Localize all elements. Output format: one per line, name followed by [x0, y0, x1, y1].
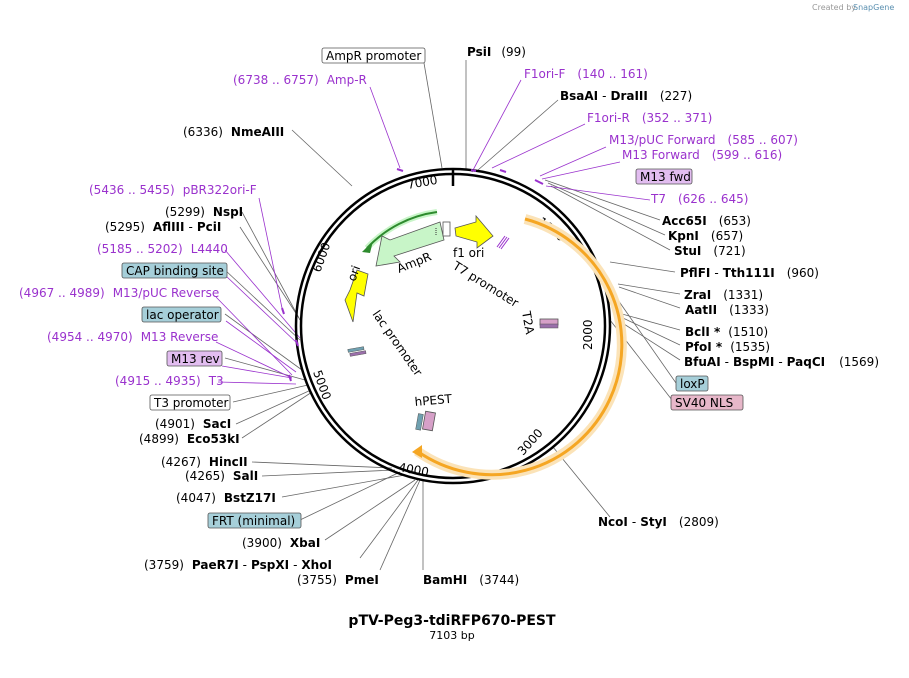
- label-lac-promoter: lac promoter: [370, 308, 426, 379]
- site-pme: (3755)PmeI: [297, 573, 379, 587]
- small-white-feature: [442, 221, 451, 237]
- box-loxp: [675, 375, 709, 392]
- primer-amp-r: (6738 .. 6757)Amp-R: [233, 73, 367, 87]
- site-bfua: BfuAI-BspMI-PaqCI(1569): [684, 355, 879, 369]
- label-box-m13-rev: M13 rev: [171, 352, 220, 366]
- t7-promoter-marks: [496, 235, 510, 250]
- site-afl: (5295)AflIII-PciI: [105, 220, 221, 234]
- primer-pbr322: (5436 .. 5455)pBR322ori-F: [89, 183, 257, 197]
- backbone-outer: [294, 167, 612, 485]
- primer-t7: T7(626 .. 645): [650, 192, 748, 206]
- tdirfp-arc: [416, 217, 624, 477]
- primer-m13-rev: (4954 .. 4970)M13 Reverse: [47, 330, 218, 344]
- primer-m13puc-fwd: M13/pUC Forward(585 .. 607): [609, 133, 798, 147]
- label-hpest: hPEST: [414, 392, 453, 409]
- primer-f1ori-f: F1ori-F(140 .. 161): [524, 67, 648, 81]
- ampr-outer-arrowhead: [362, 241, 373, 253]
- backbone-inner: [299, 172, 607, 480]
- label-ori: ori: [345, 264, 363, 283]
- site-kpn: KpnI(657): [668, 229, 743, 243]
- site-bsaa: BsaAI-DraIII(227): [560, 89, 692, 103]
- tick-label-2000: 2000: [581, 319, 595, 350]
- label-box-m13-fwd: M13 fwd: [640, 170, 691, 184]
- box-t3-promoter: [149, 394, 231, 411]
- site-bam: BamHI(3744): [423, 573, 519, 587]
- t2a-feature-2: [539, 323, 559, 329]
- label-box-cap-site: CAP binding site: [126, 264, 224, 278]
- primer-m13puc-rev: (4967 .. 4989)M13/pUC Reverse: [19, 286, 219, 300]
- site-eco53: (4899)Eco53kI: [139, 432, 240, 446]
- site-acc65: Acc65I(653): [662, 214, 751, 228]
- primer-leader-lines: [215, 79, 651, 385]
- tick-label-3000: 3000: [515, 426, 546, 458]
- site-pflfi: PflFI-Tth111I(960): [680, 266, 819, 280]
- watermark-created-by: Created by: [812, 3, 856, 12]
- box-m13-fwd: [635, 168, 693, 185]
- label-box-frt: FRT (minimal): [212, 514, 295, 528]
- ampr-feature: [375, 221, 445, 267]
- site-sal: (4265)SalI: [185, 469, 258, 483]
- site-nsp: (5299)NspI: [165, 205, 243, 219]
- label-t7-promoter: T7 promoter: [450, 258, 521, 310]
- box-m13-rev: [166, 350, 223, 367]
- site-nco: NcoI-StyI(2809): [598, 515, 719, 529]
- tick-label-7000: 7000: [406, 173, 439, 192]
- primer-m13-fwd: M13 Forward(599 .. 616): [622, 148, 782, 162]
- box-ampr-promoter: [321, 47, 426, 64]
- box-cap-site: [121, 262, 228, 279]
- box-frt: [207, 512, 302, 529]
- site-sac: (4901)SacI: [155, 417, 231, 431]
- label-t2a: T2A: [519, 309, 537, 336]
- primer-marks: [281, 168, 544, 382]
- hpest-feature: [422, 410, 436, 432]
- tdirfp-arrowhead: [412, 445, 422, 458]
- site-zra: ZraI(1331): [684, 288, 763, 302]
- label-box-lac-operator: lac operator: [146, 308, 219, 322]
- hpest-feature-2: [415, 413, 424, 431]
- box-sv40-nls: [670, 394, 744, 411]
- site-paer: (3759)PaeR7I-PspXI-XhoI: [144, 558, 332, 572]
- plasmid-name: pTV-Peg3-tdiRFP670-PEST: [348, 613, 556, 629]
- site-hinc: (4267)HincII: [161, 455, 248, 469]
- tick-label-4000: 4000: [397, 460, 430, 479]
- lac-operator-mark: [347, 346, 365, 353]
- plasmid-length: 7103 bp: [429, 629, 474, 642]
- site-bcl: BclI *(1510): [685, 325, 768, 339]
- site-bstz: (4047)BstZ17I: [176, 491, 276, 505]
- primer-t3: (4915 .. 4935)T3: [115, 374, 224, 388]
- label-box-ampr-promoter: AmpR promoter: [326, 49, 421, 63]
- site-aat: AatII(1333): [685, 303, 769, 317]
- label-box-t3-promoter: T3 promoter: [153, 396, 229, 410]
- label-f1-ori: f1 ori: [453, 246, 484, 260]
- site-psi: PsiI(99): [467, 45, 526, 59]
- site-nme: (6336)NmeAIII: [183, 125, 284, 139]
- primer-l4440: (5185 .. 5202)L4440: [97, 242, 228, 256]
- tick-label-6000: 6000: [310, 241, 334, 274]
- primer-f1ori-r: F1ori-R(352 .. 371): [587, 111, 712, 125]
- box-lac-operator: [141, 306, 222, 323]
- site-stu: StuI(721): [674, 244, 746, 258]
- ori-feature: [344, 269, 369, 323]
- site-pfo: PfoI *(1535): [685, 340, 770, 354]
- watermark-brand: SnapGene: [853, 3, 894, 12]
- label-box-loxp: loxP: [680, 377, 705, 391]
- f1-ori-feature: [454, 214, 494, 249]
- site-xba: (3900)XbaI: [242, 536, 320, 550]
- m13-rev-mark: [349, 350, 367, 357]
- label-box-sv40-nls: SV40 NLS: [675, 396, 733, 410]
